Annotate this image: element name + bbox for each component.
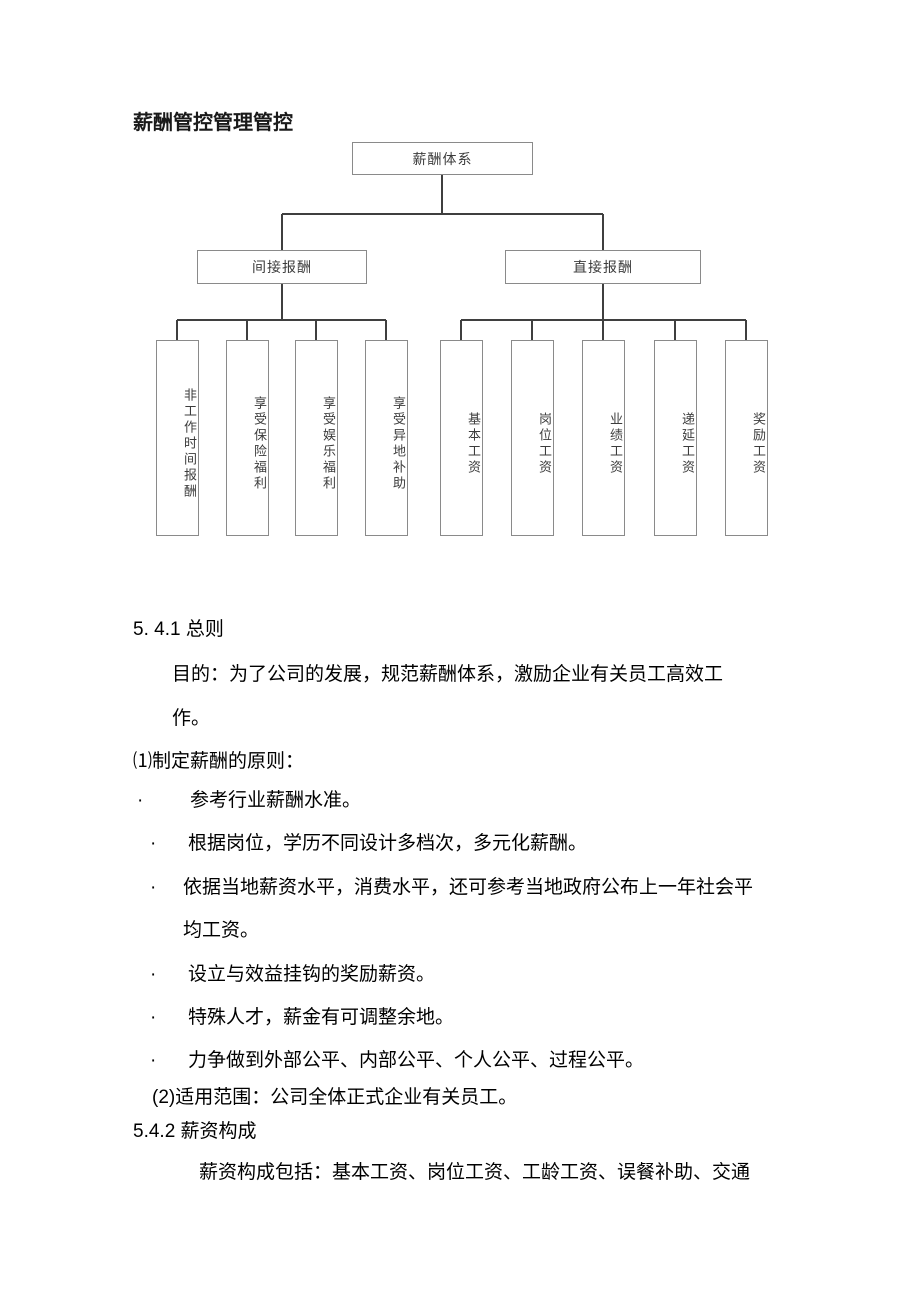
org-leaf-deferred-salary: 递延工资: [654, 340, 697, 536]
bullet-text: 参考行业薪酬水准。: [190, 790, 362, 811]
purpose-line-2: 作。: [172, 708, 211, 729]
scope-line: (2)适用范围：公司全体正式企业有关员工。: [152, 1087, 518, 1108]
bullet-marker: ·: [137, 790, 144, 811]
org-leaf-base-salary: 基本工资: [440, 340, 483, 536]
bullet-text: 设立与效益挂钩的奖励薪资。: [188, 964, 436, 985]
bullet-marker: ·: [150, 877, 157, 898]
org-leaf-entertainment-benefit: 享受娱乐福利: [295, 340, 338, 536]
org-leaf-insurance-benefit: 享受保险福利: [226, 340, 269, 536]
bullet-text: 特殊人才，薪金有可调整余地。: [188, 1007, 455, 1028]
bullet-marker: ·: [150, 1050, 157, 1071]
org-leaf-bonus-salary: 奖励工资: [725, 340, 768, 536]
bullet-text: 力争做到外部公平、内部公平、个人公平、过程公平。: [188, 1050, 645, 1071]
bullet-text-continuation: 均工资。: [183, 920, 260, 941]
purpose-line-1: 目的：为了公司的发展，规范薪酬体系，激励企业有关员工高效工: [172, 664, 724, 685]
salary-system-org-chart: 薪酬体系 间接报酬 直接报酬 非工作时间报酬 享受保险福利 享受娱乐福利 享受异…: [0, 0, 920, 580]
org-leaf-position-salary: 岗位工资: [511, 340, 554, 536]
section-heading-5-4-2: 5.4.2 薪资构成: [133, 1121, 257, 1142]
bullet-text: 根据岗位，学历不同设计多档次，多元化薪酬。: [188, 833, 588, 854]
bullet-marker: ·: [150, 964, 157, 985]
principles-heading: ⑴制定薪酬的原则：: [133, 751, 305, 772]
org-leaf-non-working-time-pay: 非工作时间报酬: [156, 340, 199, 536]
page-title: 薪酬管控管理管控: [133, 112, 293, 134]
org-leaf-performance-salary: 业绩工资: [582, 340, 625, 536]
org-node-indirect-compensation: 间接报酬: [197, 250, 367, 284]
org-leaf-relocation-allowance: 享受异地补助: [365, 340, 408, 536]
org-chart-connectors: [176, 175, 747, 340]
bullet-marker: ·: [150, 833, 157, 854]
bullet-marker: ·: [150, 1007, 157, 1028]
bullet-text: 依据当地薪资水平，消费水平，还可参考当地政府公布上一年社会平: [183, 877, 754, 898]
org-node-root: 薪酬体系: [352, 142, 533, 175]
section-heading-4-1: 5. 4.1 总则: [133, 619, 224, 640]
org-node-direct-compensation: 直接报酬: [505, 250, 701, 284]
salary-composition-line: 薪资构成包括：基本工资、岗位工资、工龄工资、误餐补助、交通: [199, 1162, 751, 1183]
